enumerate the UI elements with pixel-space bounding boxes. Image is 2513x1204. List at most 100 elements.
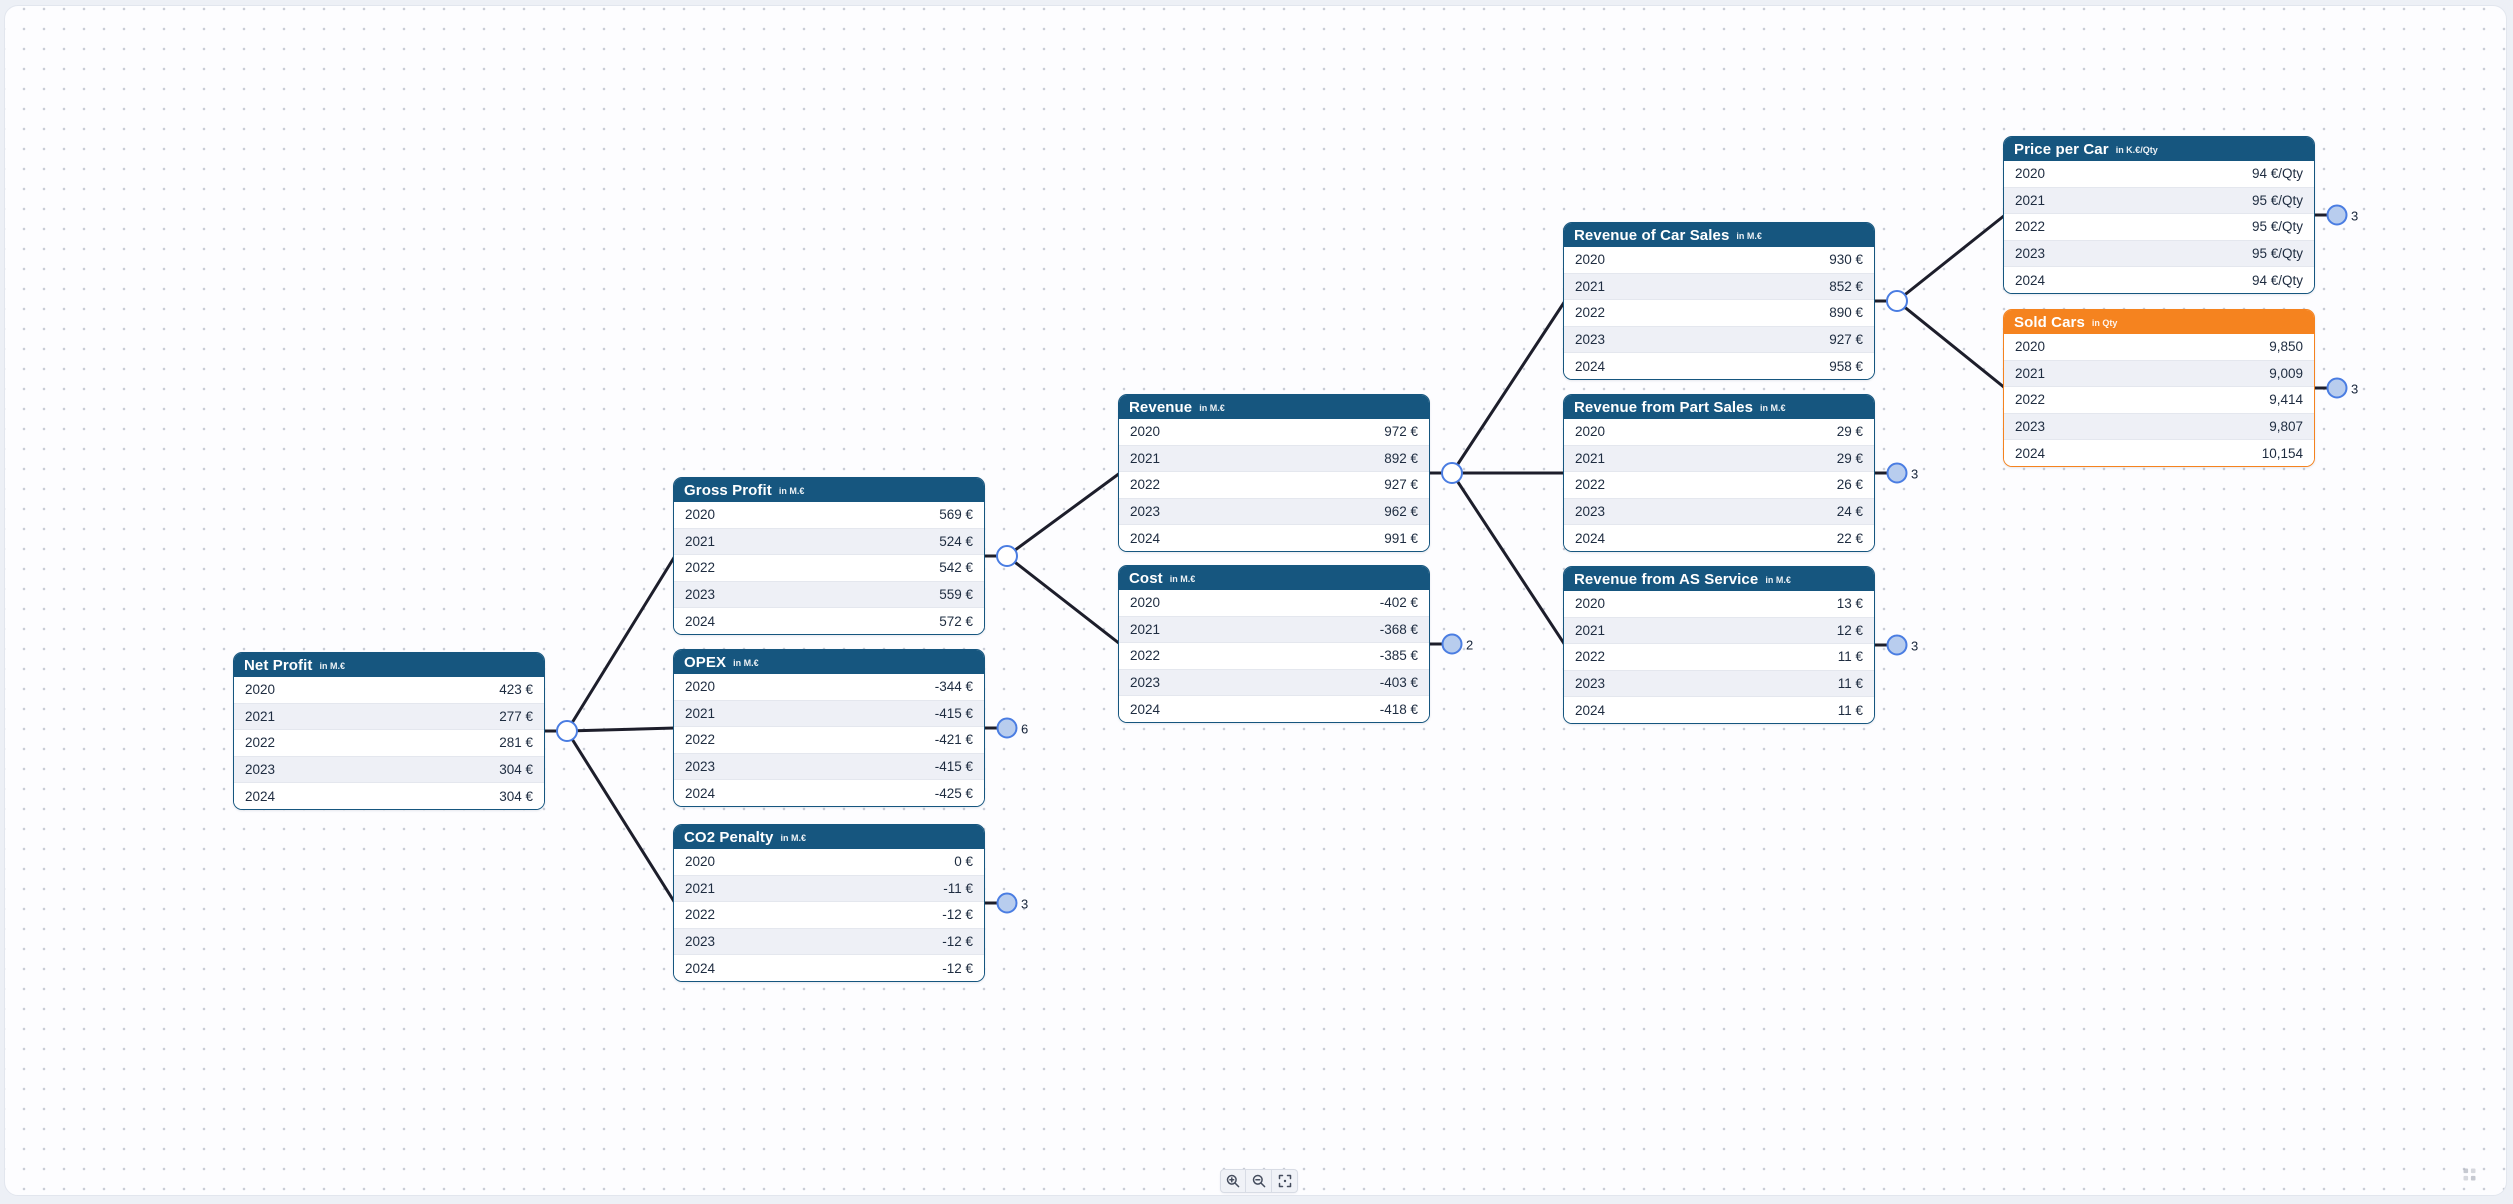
value-label: 423 € [499,682,533,698]
edge [1450,471,1567,647]
year-label: 2023 [1130,504,1161,520]
year-label: 2024 [685,785,716,801]
year-label: 2024 [1575,702,1606,718]
value-label: 972 € [1384,424,1418,440]
table-row: 2020 423 € [234,677,544,703]
table-row: 2024-425 € [674,779,984,806]
table-row: 2023-415 € [674,752,984,780]
flow-logo-icon [2463,1168,2476,1181]
value-label: 304 € [499,762,533,778]
value-label: -11 € [943,880,973,896]
year-label: 2023 [1575,504,1606,520]
value-label: 9,009 [2269,365,2303,381]
year-label: 2021 [2015,192,2046,208]
table-row: 2022-421 € [674,726,984,753]
node-title: Revenue from AS Service [1574,570,1759,588]
fit-view-button[interactable] [1272,1169,1298,1193]
value-label: -385 € [1379,648,1418,664]
year-label: 2020 [245,682,276,698]
year-label: 2022 [1130,477,1161,493]
year-label: 2020 [2015,339,2046,355]
table-row: 2021-368 € [1119,615,1429,643]
year-label: 2023 [2015,419,2046,435]
zoom-out-button[interactable] [1246,1169,1272,1193]
table-row: 2020 -344 € [674,674,984,700]
value-label: 927 € [1829,332,1863,348]
value-label: 0 € [954,854,973,870]
year-label: 2022 [245,735,276,751]
expand-toggle-badge[interactable] [2326,204,2348,226]
zoom-in-button[interactable] [1220,1169,1246,1193]
node-title: Revenue [1129,398,1193,416]
value-label: 277 € [499,708,533,724]
value-label: -344 € [934,679,973,695]
expand-toggle-badge[interactable] [1441,633,1463,655]
badge-count: 3 [2351,208,2359,224]
value-label: 569 € [939,507,973,523]
node-title: Cost [1129,569,1163,587]
edge [565,726,677,733]
collapse-toggle-circle[interactable] [556,720,578,742]
edge [1895,213,2007,303]
year-label: 2023 [245,762,276,778]
node-unit-label: in M.€ [1765,575,1791,585]
year-label: 2024 [245,788,276,804]
year-label: 2024 [1575,530,1606,546]
value-label: 26 € [1836,477,1863,493]
collapse-toggle-circle[interactable] [1886,290,1908,312]
edge [1005,471,1122,558]
collapse-toggle-circle[interactable] [1441,462,1463,484]
year-label: 2020 [1575,596,1606,612]
collapse-toggle-circle[interactable] [996,545,1018,567]
table-row: 2023-403 € [1119,668,1429,696]
year-label: 2020 [2015,166,2046,182]
flow-attribution-link[interactable] [2463,1168,2476,1186]
expand-toggle-badge[interactable] [2326,377,2348,399]
expand-toggle-badge[interactable] [996,717,1018,739]
node-title: OPEX [684,653,727,671]
value-label: -415 € [934,705,973,721]
year-label: 2021 [2015,365,2046,381]
expand-toggle-badge[interactable] [1886,634,1908,656]
year-label: 2023 [1130,675,1161,691]
value-label: 304 € [499,788,533,804]
expand-toggle-badge[interactable] [996,892,1018,914]
node-title: Revenue of Car Sales [1574,226,1730,244]
expand-toggle-badge[interactable] [1886,462,1908,484]
year-label: 2021 [685,705,716,721]
node-title: Revenue from Part Sales [1574,398,1754,416]
value-label: -415 € [934,759,973,775]
value-label: 958 € [1829,358,1863,374]
node-unit-label: in M.€ [319,661,346,671]
year-label: 2023 [1575,676,1606,692]
year-label: 2020 [685,679,716,695]
year-label: 2021 [1575,278,1606,294]
value-label: 12 € [1836,622,1863,638]
